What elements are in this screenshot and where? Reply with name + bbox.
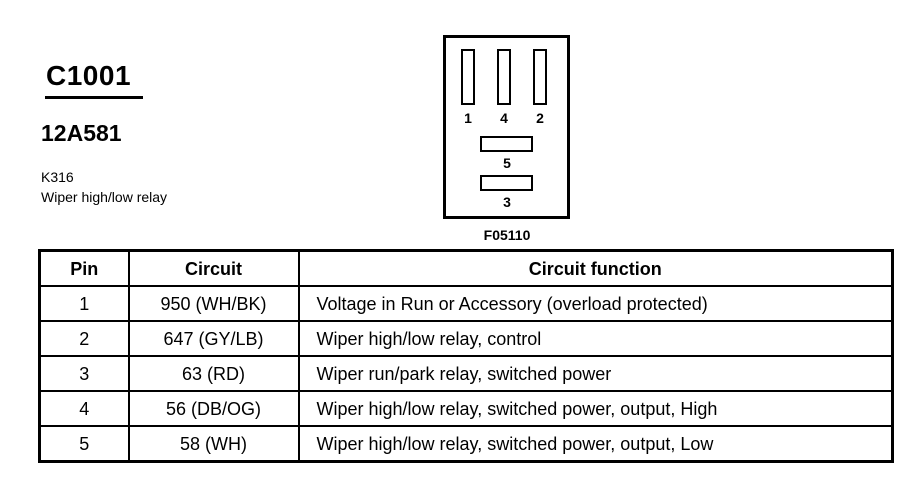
- pin-1-label: 1: [464, 110, 472, 126]
- table-header-row: Pin Circuit Circuit function: [38, 249, 894, 287]
- circuit-cell: 56 (DB/OG): [127, 390, 300, 427]
- pin-cell: 5: [38, 425, 130, 463]
- table-row: 2 647 (GY/LB) Wiper high/low relay, cont…: [38, 320, 894, 357]
- title-underline: [45, 96, 143, 99]
- pin-2-label: 2: [536, 110, 544, 126]
- column-header-circuit: Circuit: [127, 249, 300, 287]
- column-header-circuit-function: Circuit function: [297, 249, 894, 287]
- component-name: Wiper high/low relay: [41, 189, 168, 205]
- function-cell: Wiper high/low relay, control: [297, 320, 894, 357]
- pin-cell: 4: [38, 390, 130, 427]
- table-row: 1 950 (WH/BK) Voltage in Run or Accessor…: [38, 285, 894, 322]
- pinout-table: Pin Circuit Circuit function 1 950 (WH/B…: [38, 249, 894, 463]
- pin-5-label: 5: [503, 155, 511, 171]
- pin-3-terminal: [480, 175, 533, 191]
- circuit-cell: 58 (WH): [127, 425, 300, 463]
- pin-3-label: 3: [503, 194, 511, 210]
- function-cell: Wiper run/park relay, switched power: [297, 355, 894, 392]
- connector-face-diagram: 1 4 2 5 3: [443, 35, 570, 219]
- connector-id: C1001: [46, 60, 132, 91]
- circuit-cell: 950 (WH/BK): [127, 285, 300, 322]
- pin-5-terminal: [480, 136, 533, 152]
- function-cell: Wiper high/low relay, switched power, ou…: [297, 425, 894, 463]
- part-number: 12A581: [41, 120, 122, 146]
- circuit-cell: 647 (GY/LB): [127, 320, 300, 357]
- pin-4-terminal: [497, 49, 511, 105]
- component-id: K316: [41, 169, 74, 185]
- pin-cell: 2: [38, 320, 130, 357]
- function-cell: Voltage in Run or Accessory (overload pr…: [297, 285, 894, 322]
- pin-cell: 3: [38, 355, 130, 392]
- column-header-pin: Pin: [38, 249, 130, 287]
- table-row: 4 56 (DB/OG) Wiper high/low relay, switc…: [38, 390, 894, 427]
- table-row: 3 63 (RD) Wiper run/park relay, switched…: [38, 355, 894, 392]
- pin-4-label: 4: [500, 110, 508, 126]
- pin-1-terminal: [461, 49, 475, 105]
- figure-code: F05110: [483, 227, 531, 243]
- table-row: 5 58 (WH) Wiper high/low relay, switched…: [38, 425, 894, 463]
- pin-cell: 1: [38, 285, 130, 322]
- circuit-cell: 63 (RD): [127, 355, 300, 392]
- function-cell: Wiper high/low relay, switched power, ou…: [297, 390, 894, 427]
- pin-2-terminal: [533, 49, 547, 105]
